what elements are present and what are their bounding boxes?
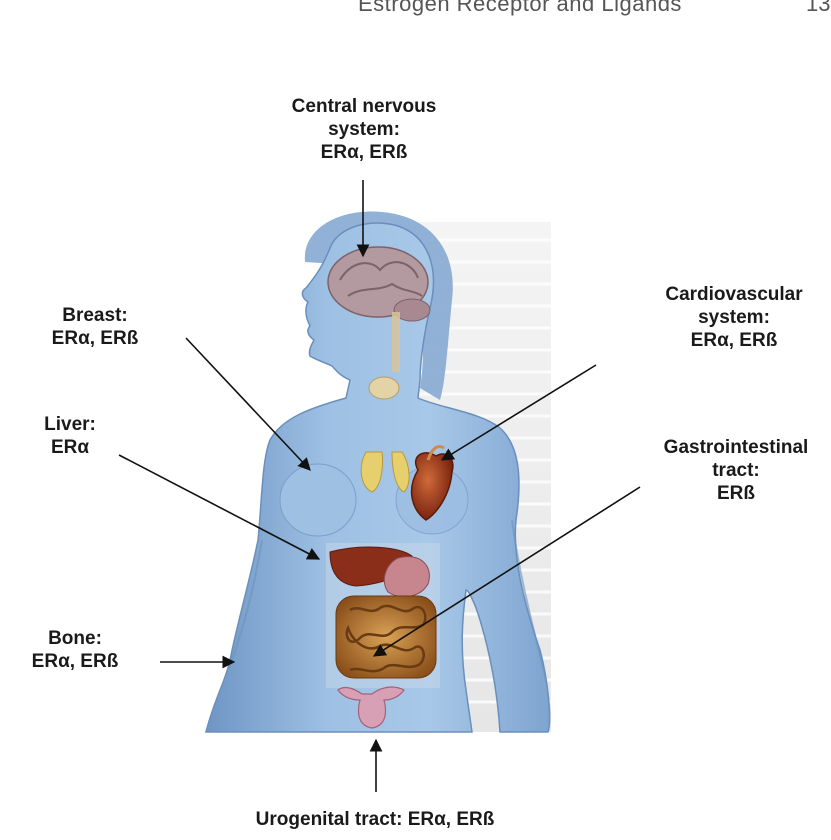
label-bone-line1: Bone:	[10, 627, 140, 650]
label-cns-line2: system:	[265, 118, 463, 141]
label-liver-line2: ERα	[30, 436, 110, 459]
label-breast: Breast: ERα, ERß	[30, 304, 160, 350]
abdominal-organs	[326, 543, 440, 688]
label-cardio-line1: Cardiovascular	[648, 283, 820, 306]
label-cardiovascular-system: Cardiovascular system: ERα, ERß	[648, 283, 820, 352]
label-cardio-line3: ERα, ERß	[648, 329, 820, 352]
label-bone-line2: ERα, ERß	[10, 650, 140, 673]
label-gastrointestinal-tract: Gastrointestinal tract: ERß	[646, 436, 826, 505]
label-liver-line1: Liver:	[30, 413, 110, 436]
label-gi-line3: ERß	[646, 482, 826, 505]
arrow-breast	[186, 338, 310, 470]
label-breast-line2: ERα, ERß	[30, 327, 160, 350]
label-urogenital-tract: Urogenital tract: ERα, ERß	[210, 808, 540, 831]
label-cns-line3: ERα, ERß	[265, 141, 463, 164]
label-gi-line2: tract:	[646, 459, 826, 482]
label-breast-line1: Breast:	[30, 304, 160, 327]
label-gi-line1: Gastrointestinal	[646, 436, 826, 459]
label-urogenital-line1: Urogenital tract: ERα, ERß	[210, 808, 540, 831]
thyroid	[369, 377, 399, 399]
label-cardio-line2: system:	[648, 306, 820, 329]
label-cns-line1: Central nervous	[265, 95, 463, 118]
label-bone: Bone: ERα, ERß	[10, 627, 140, 673]
label-liver: Liver: ERα	[30, 413, 110, 459]
label-central-nervous-system: Central nervous system: ERα, ERß	[265, 95, 463, 164]
